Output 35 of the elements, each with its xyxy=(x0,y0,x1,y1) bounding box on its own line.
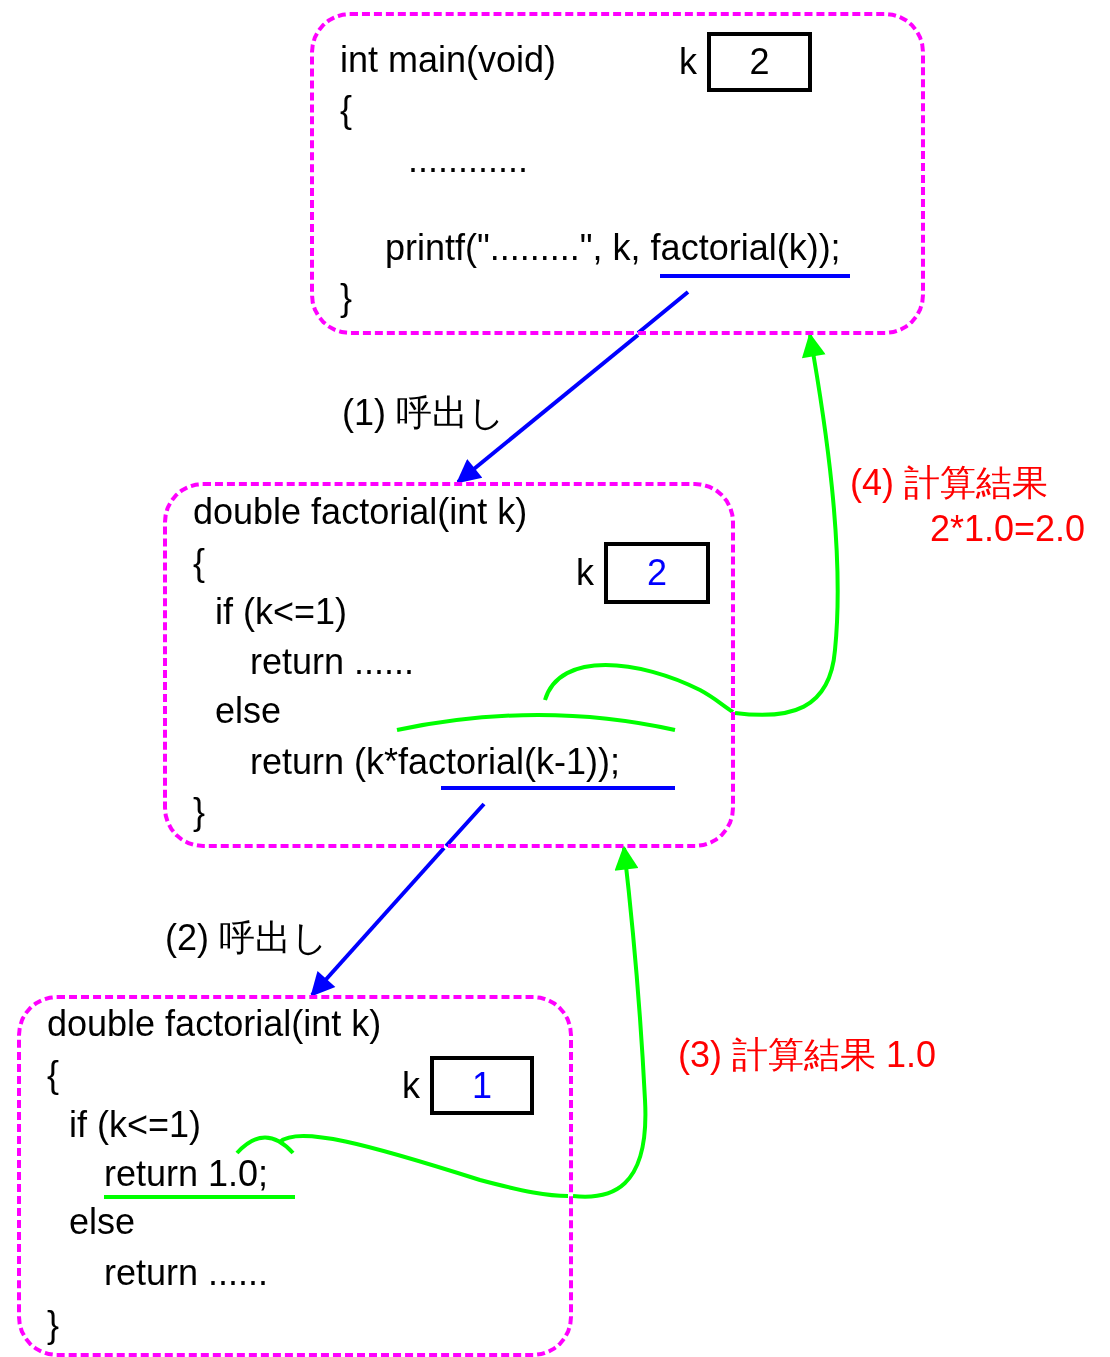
code-line: int main(void) xyxy=(340,38,557,82)
arrow xyxy=(572,845,648,1199)
function-box xyxy=(163,482,735,848)
value-box xyxy=(604,542,710,604)
arrow xyxy=(456,333,640,484)
code-line: double factorial(int k) xyxy=(47,1002,382,1046)
arrow xyxy=(734,332,840,717)
variable-name: k xyxy=(402,1063,420,1108)
code-line: { xyxy=(47,1053,60,1097)
code-line: } xyxy=(47,1303,60,1347)
code-line: if (k<=1) xyxy=(69,1103,202,1147)
code-line: else xyxy=(69,1200,136,1244)
function-box xyxy=(310,12,925,335)
variable-name: k xyxy=(679,40,697,84)
arrow xyxy=(310,846,446,997)
code-line: else xyxy=(215,689,282,733)
code-line: { xyxy=(340,88,353,132)
value-box xyxy=(430,1056,534,1115)
variable-name: k xyxy=(576,551,594,595)
code-line: ............ xyxy=(408,138,529,182)
code-line: return 1.0; xyxy=(104,1152,269,1196)
code-line: printf(".........", k, factorial(k)); xyxy=(385,226,841,270)
code-line: { xyxy=(193,541,206,585)
code-line: return ...... xyxy=(104,1251,269,1295)
value-text: 2 xyxy=(748,40,771,84)
function-box xyxy=(17,995,573,1357)
code-line: } xyxy=(193,790,206,834)
value-text: 2 xyxy=(646,551,668,595)
value-box xyxy=(707,32,812,92)
code-line: return ...... xyxy=(250,640,415,684)
value-text: 1 xyxy=(471,1063,493,1108)
code-line: if (k<=1) xyxy=(215,590,348,634)
code-line: double factorial(int k) xyxy=(193,490,528,534)
code-line: } xyxy=(340,276,353,320)
code-line: return (k*factorial(k-1)); xyxy=(250,740,621,784)
